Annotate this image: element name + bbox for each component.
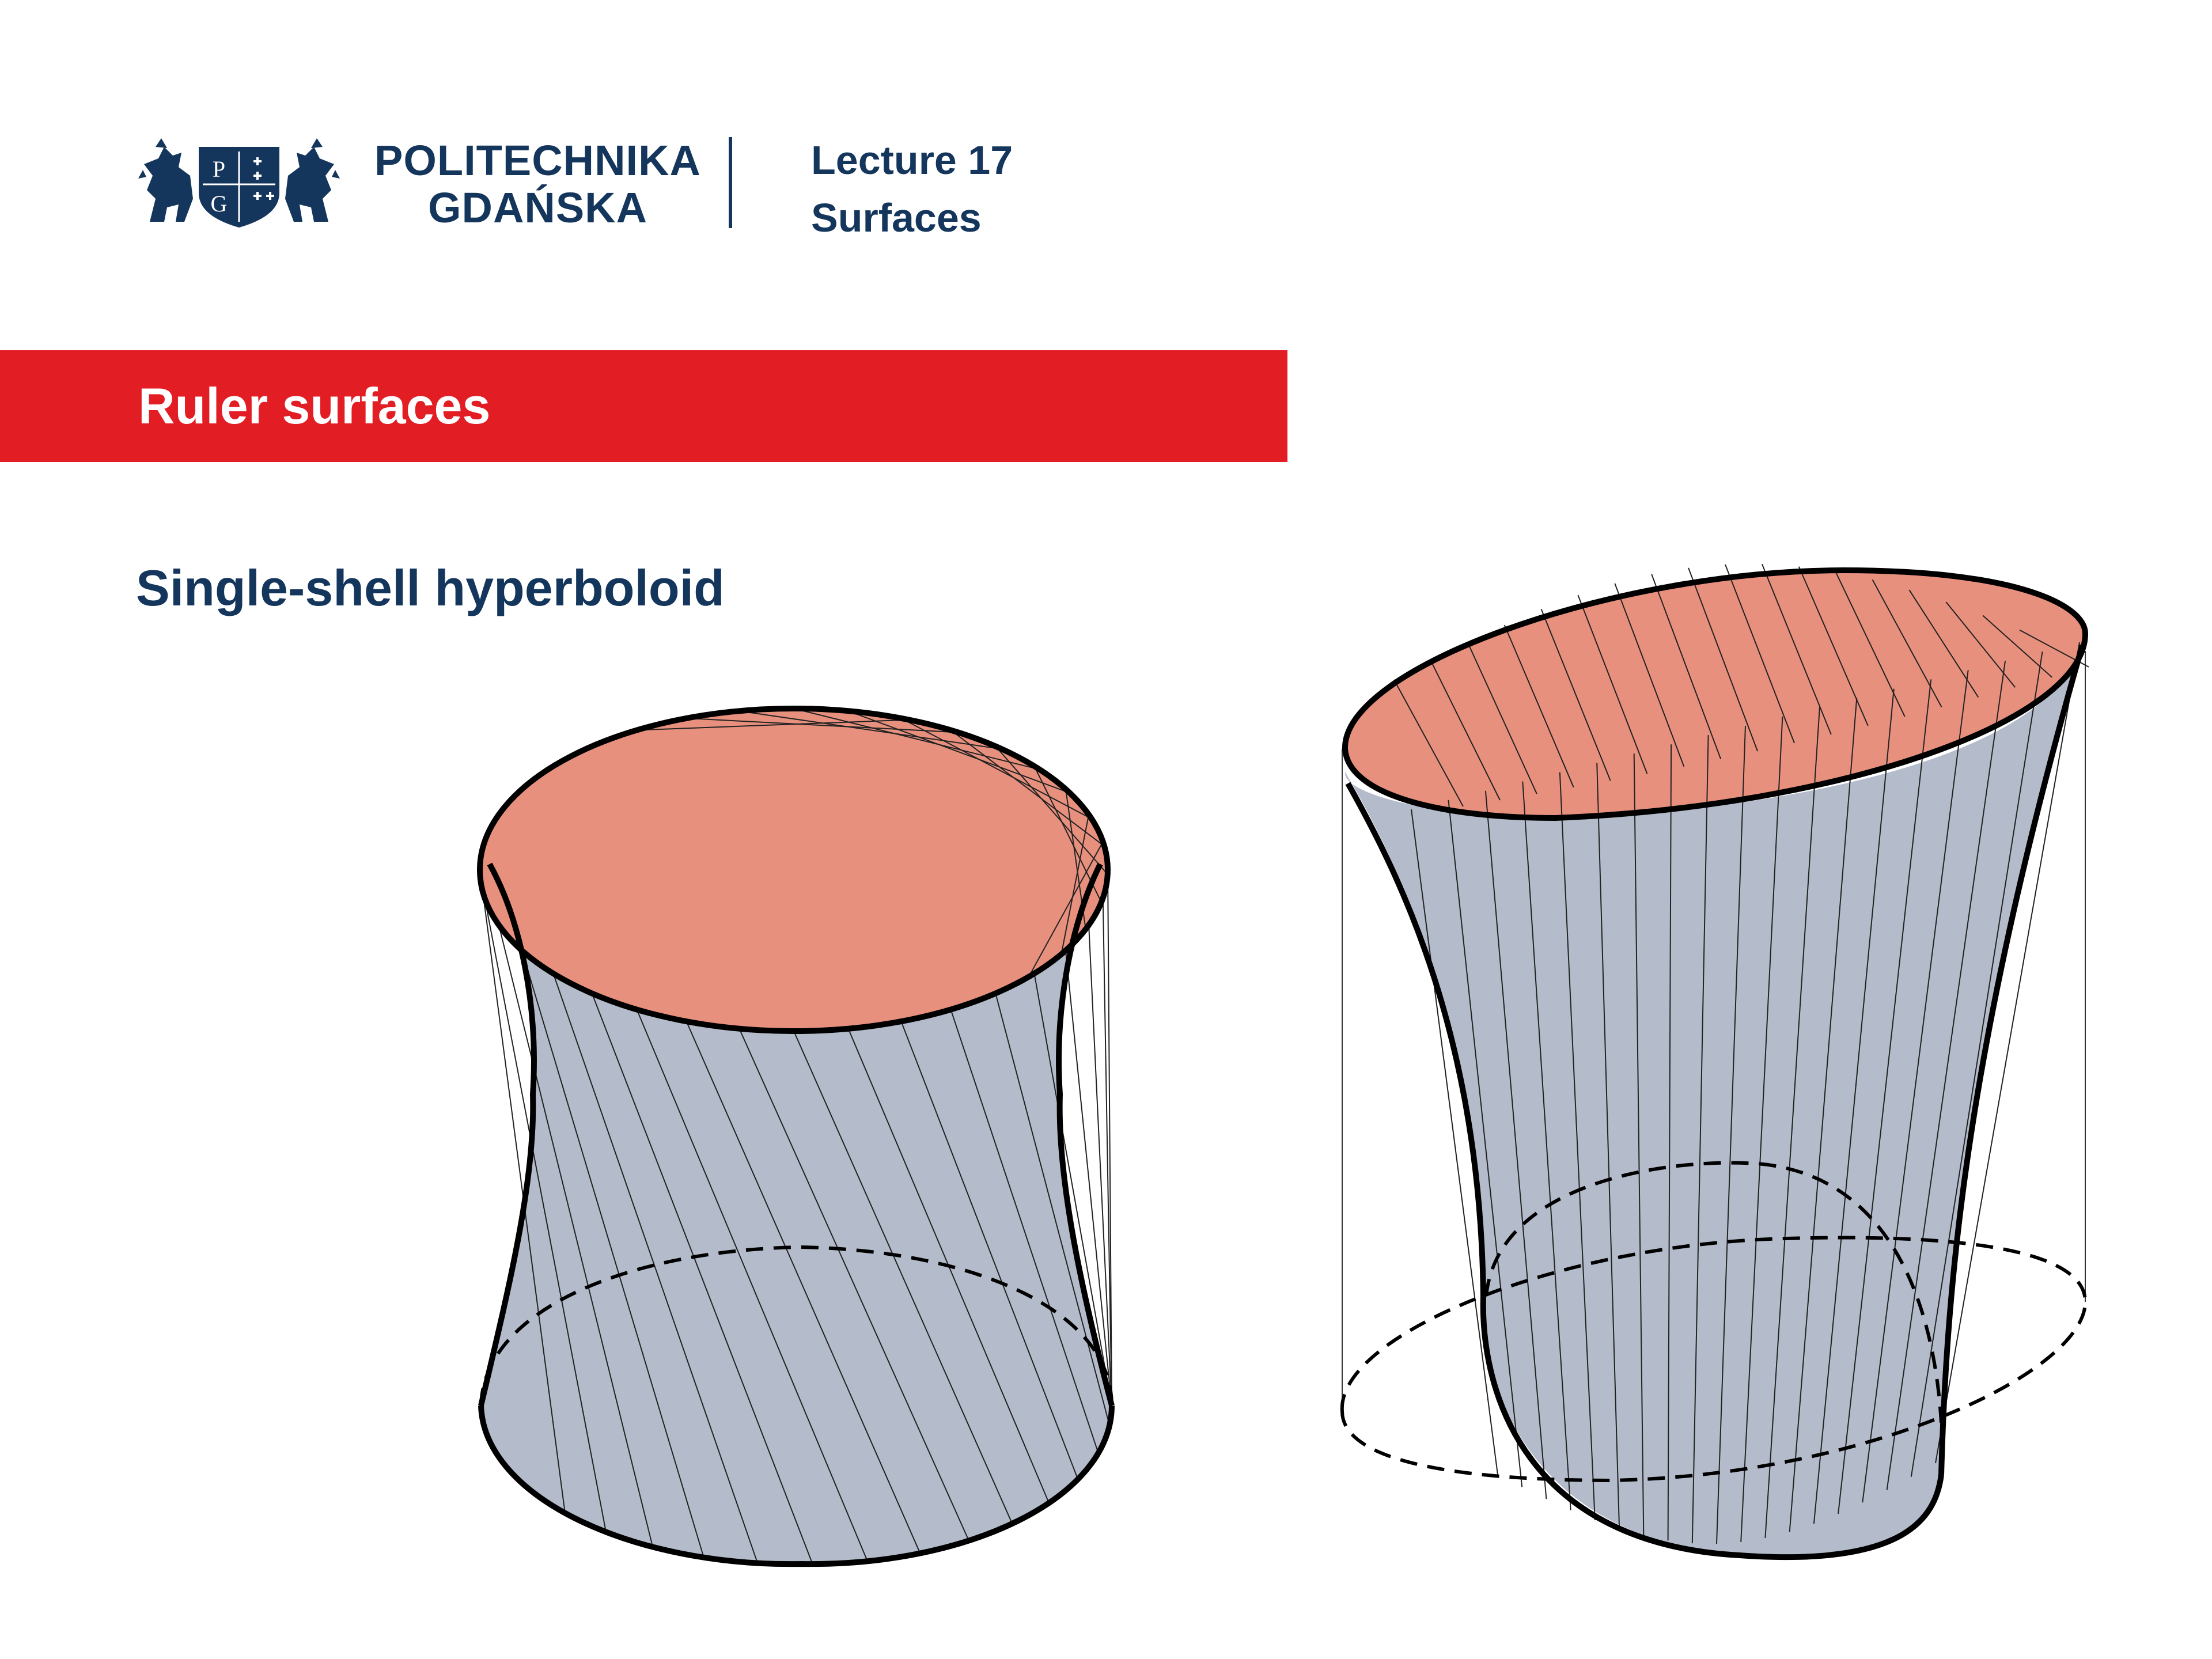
banner-title: Ruler surfaces [138, 377, 491, 434]
ruling-line [1789, 698, 1858, 1532]
section-banner: Ruler surfaces [0, 350, 1287, 462]
ruling-line [950, 1009, 1099, 1452]
ruling-line [793, 1031, 1012, 1522]
ruling-line [1813, 688, 1895, 1524]
ruling-line [1088, 925, 1112, 1406]
ruling-line [1716, 725, 1746, 1544]
ruling-line [685, 1021, 920, 1552]
ruling-line [900, 718, 1092, 820]
ruling-line [686, 717, 959, 733]
ruling-line [1065, 950, 1112, 1406]
ruling-line [1467, 642, 1537, 794]
ruling-line [484, 897, 607, 1532]
ruling-line [1838, 679, 1932, 1514]
ruling-line [637, 719, 910, 731]
ruling-line [950, 729, 1105, 847]
logo-line-2: GDAŃSKA [427, 184, 648, 232]
header-divider [729, 137, 732, 228]
hyperboloid-upright [477, 706, 1115, 1567]
ruling-line [1761, 563, 1832, 735]
lecture-topic: Surfaces [811, 195, 982, 240]
lecture-info: Lecture 17 Surfaces [811, 131, 1013, 247]
slide-header: P G POLITECHNIKA GDAŃSKA Lecture 17 Surf… [0, 0, 2212, 323]
ruling-line [1448, 800, 1523, 1487]
ruling-line [1740, 716, 1783, 1542]
ruling-line [1691, 735, 1709, 1544]
ruling-line [1411, 809, 1498, 1475]
ruling-line [1522, 781, 1571, 1510]
ruling-line [1651, 574, 1722, 760]
ruling-line [1764, 707, 1820, 1538]
ruling-line [1430, 660, 1501, 801]
logo-line-1: POLITECHNIKA [374, 137, 701, 184]
hyperboloid-tilted [1340, 563, 2089, 1560]
ruling-line [1633, 753, 1645, 1536]
ruling-line [1503, 624, 1574, 788]
ruling-line [1596, 763, 1620, 1529]
ruling-line [995, 745, 1108, 875]
ruling-line [1667, 744, 1672, 1541]
ruling-line [521, 950, 704, 1558]
ruling-line [739, 710, 1002, 750]
ruling-line [1614, 583, 1685, 767]
emblem-letter-p: P [213, 156, 225, 182]
ruling-line [848, 710, 1070, 794]
ruling-line [498, 925, 653, 1547]
ruling-line [1102, 897, 1112, 1406]
emblem-letter-g: G [211, 191, 228, 217]
ruling-line [900, 1021, 1078, 1478]
university-logo-text: POLITECHNIKA GDAŃSKA [374, 137, 701, 232]
ruling-line [552, 973, 758, 1563]
ruling-line [1935, 642, 2080, 1464]
ruling-line [1688, 567, 1759, 752]
ruling-line [479, 869, 566, 1514]
ruling-line [1484, 790, 1547, 1499]
ruling-line [1559, 772, 1596, 1521]
ruling-line [1060, 815, 1090, 955]
ruling-line [1540, 609, 1611, 781]
ruling-line [738, 1028, 969, 1539]
ruling-line [636, 1009, 868, 1560]
ruling-line [1577, 594, 1648, 774]
ruling-line [1862, 670, 1969, 1503]
ruling-line [1910, 651, 2043, 1477]
lecture-number: Lecture 17 [811, 138, 1013, 183]
ruling-line [1033, 973, 1112, 1406]
pg-crest-with-lions-icon: P G [138, 138, 340, 228]
ruling-line [995, 993, 1110, 1425]
slide-subtitle: Single-shell hyperboloid [136, 559, 725, 616]
ruling-line [1725, 564, 1795, 744]
ruling-line [591, 993, 813, 1564]
ruling-line [793, 708, 1040, 770]
ruling-line [1028, 841, 1104, 978]
ruling-line [1886, 661, 2006, 1490]
ruling-line [1107, 869, 1112, 1406]
ruling-line [1393, 679, 1464, 807]
